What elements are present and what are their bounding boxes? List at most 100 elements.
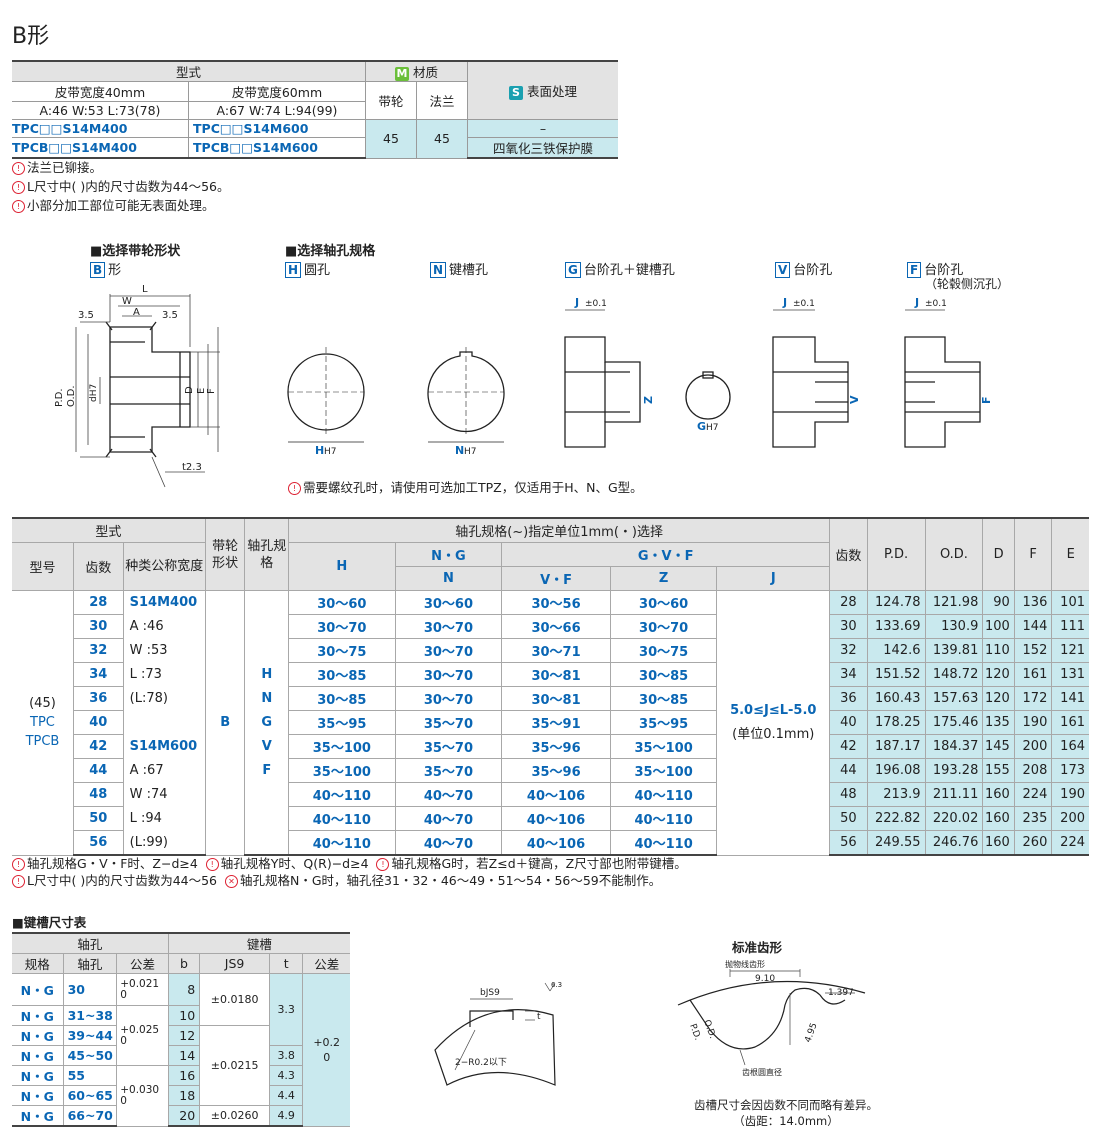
od-header: O.D.	[924, 517, 983, 591]
h-cell: 30～85	[288, 686, 396, 711]
tooth-note-1: 齿槽尺寸会因齿数不同而略有差异。	[694, 1098, 878, 1112]
teeth-cell: 32	[72, 638, 124, 663]
kind-header: 种类公称宽度	[122, 542, 206, 591]
e-cell: 224	[1051, 830, 1089, 856]
teeth2-cell: 28	[829, 590, 868, 615]
h-header: H	[288, 542, 396, 591]
key-js9: ±0.0180	[199, 973, 270, 1026]
key-b: 12	[167, 1025, 200, 1046]
f-cell: 260	[1013, 830, 1052, 856]
n-cell: 30～60	[394, 590, 502, 615]
warning-icon: !	[288, 482, 301, 495]
z-cell: 30～70	[609, 614, 717, 639]
keyway-diagram: bJS9 t 2−R0.2以下 6.3	[434, 981, 562, 1086]
surface-cell: 四氧化三铁保护膜	[467, 137, 618, 159]
teeth-cell: 28	[72, 590, 124, 615]
type-header: 型式	[12, 517, 206, 543]
mid-notes: !轴孔规格G・V・F时、Z−d≥4 !轴孔规格Y时、Q(R)−d≥4 !轴孔规格…	[12, 855, 687, 889]
dim-label-e: E	[196, 388, 207, 394]
ng-header: N・G	[394, 542, 502, 567]
dim-label-n: N	[455, 444, 464, 457]
key-spec: N・G	[12, 1065, 64, 1086]
vf-cell: 30～71	[501, 638, 611, 663]
teeth-cell: 48	[72, 782, 124, 807]
key-b: 14	[167, 1045, 200, 1066]
material-pulley: 45	[365, 119, 417, 159]
h-cell: 40～110	[288, 830, 396, 856]
key-spec: N・G	[12, 1105, 64, 1127]
tooth-note: 齿槽尺寸会因齿数不同而略有差异。 （齿距：14.0mm）	[676, 1097, 896, 1129]
d-cell: 120	[982, 686, 1015, 711]
z-cell: 30～75	[609, 638, 717, 663]
f-header: F	[1013, 517, 1052, 591]
vf-cell: 40～106	[501, 830, 611, 856]
d-cell: 145	[982, 734, 1015, 759]
teeth2-cell: 30	[829, 614, 868, 639]
pd-cell: 222.82	[866, 806, 925, 831]
d-cell: 160	[982, 806, 1015, 831]
warning-icon: !	[205, 858, 219, 871]
note-line: !L尺寸中( )内的尺寸齿数为44～56 ✕轴孔规格N・G时，轴孔径31・32・…	[12, 872, 687, 889]
e-cell: 161	[1051, 710, 1089, 735]
bore-code-cell	[244, 638, 289, 663]
shape-title: ■选择带轮形状	[90, 244, 181, 259]
e-cell: 131	[1051, 662, 1089, 687]
n-cell: 35～70	[394, 758, 502, 783]
pd-cell: 249.55	[866, 830, 925, 856]
e-cell: 164	[1051, 734, 1089, 759]
j-cell: 5.0≤J≤L-5.0(单位0.1mm)	[716, 590, 830, 856]
vf-cell: 30～66	[501, 614, 611, 639]
dims60: A:67 W:74 L:94(99)	[188, 101, 366, 120]
tol-label: H7	[706, 423, 719, 433]
kind-cell: L :94	[122, 806, 206, 831]
h-cell: 35～100	[288, 734, 396, 759]
keyway-header: 键槽	[167, 932, 350, 954]
e-header: E	[1051, 517, 1089, 591]
d-cell: 155	[982, 758, 1015, 783]
key-js9: ±0.0215	[199, 1025, 270, 1106]
d-header: D	[982, 517, 1015, 591]
key-b: 10	[167, 1005, 200, 1026]
n-cell: 30～70	[394, 638, 502, 663]
od-cell: 211.11	[924, 782, 983, 807]
kind-cell: S14M600	[122, 734, 206, 759]
tooth-title: 标准齿形	[732, 940, 783, 955]
dim-label-g: G	[697, 420, 706, 433]
warning-icon: !	[376, 858, 390, 871]
dims40: A:46 W:53 L:73(78)	[12, 101, 189, 120]
dim-label-t: t2.3	[182, 462, 202, 473]
n-cell: 30～70	[394, 614, 502, 639]
kind-cell: W :74	[122, 782, 206, 807]
od-cell: 148.72	[924, 662, 983, 687]
tol-label: ±0.1	[925, 299, 947, 309]
dim-label-r: 2−R0.2以下	[455, 1058, 507, 1068]
n-cell: 30～70	[394, 686, 502, 711]
teeth-header: 齿数	[72, 542, 124, 591]
h-cell: 30～70	[288, 614, 396, 639]
key-spec: N・G	[12, 1085, 64, 1106]
h-cell: 30～75	[288, 638, 396, 663]
dim-label-d: dH7	[89, 384, 99, 402]
warning-icon: !	[12, 200, 25, 213]
dim-label-z: Z	[642, 396, 655, 404]
key-bore: 39~44	[62, 1025, 117, 1046]
model-cell: TPC□□S14M600	[188, 119, 366, 138]
f-cell: 208	[1013, 758, 1052, 783]
teeth2-cell: 40	[829, 710, 868, 735]
key-b: 16	[167, 1065, 200, 1086]
key-spec: N・G	[12, 1045, 64, 1066]
pulley-diagrams: L W A 3.5 3.5 P.D. O.D. dH7 D E F t2.3	[54, 284, 993, 488]
vf-cell: 35～91	[501, 710, 611, 735]
tol-label: ±0.1	[793, 299, 815, 309]
model-header: 型号	[12, 542, 74, 591]
pd-cell: 187.17	[866, 734, 925, 759]
